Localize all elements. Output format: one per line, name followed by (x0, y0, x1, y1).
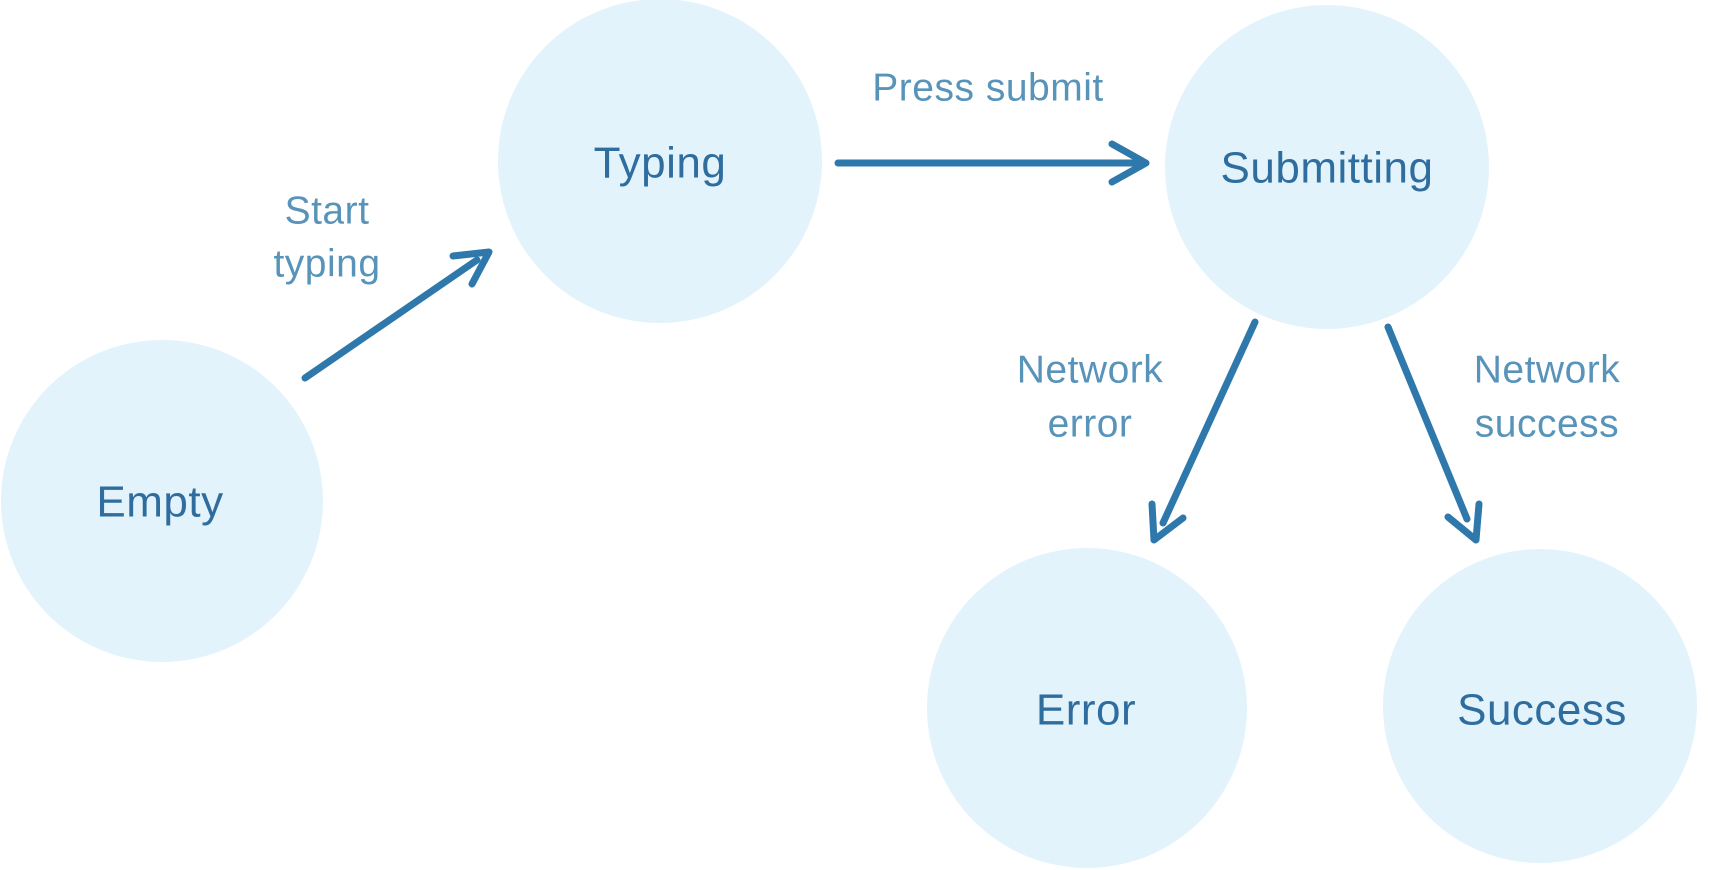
edge-label-network-success-line1: Network (1474, 349, 1621, 392)
edge-network-success: Network success (1384, 323, 1621, 544)
state-node-success: Success (1383, 549, 1697, 863)
success-node-circle (1383, 549, 1697, 863)
edge-start-typing: Start typing (273, 190, 493, 382)
edge-label-start-typing-line2: typing (273, 243, 380, 286)
error-node-circle (927, 548, 1247, 868)
edge-label-network-success-line2: success (1475, 403, 1619, 446)
typing-node-label: Typing (594, 139, 727, 188)
arrowhead-network-success-icon (1444, 500, 1483, 544)
arrowhead-network-error-icon (1148, 500, 1187, 544)
state-node-typing: Typing (498, 0, 822, 323)
edge-network-success-line (1384, 323, 1471, 523)
success-node-label: Success (1457, 686, 1627, 735)
edge-label-network-error-line1: Network (1017, 349, 1164, 392)
edge-label-start-typing-line1: Start (285, 190, 370, 233)
submitting-node-label: Submitting (1221, 144, 1434, 193)
submitting-node-circle (1165, 5, 1489, 329)
arrowhead-start-typing-icon (449, 248, 493, 288)
error-node-label: Error (1036, 686, 1136, 735)
edge-network-error-line (1159, 318, 1259, 527)
state-node-error: Error (927, 548, 1247, 868)
edge-start-typing-line (301, 256, 481, 382)
typing-node-circle (498, 0, 822, 323)
empty-node-label: Empty (96, 478, 223, 527)
state-node-empty: Empty (1, 340, 323, 662)
edge-network-error: Network error (1017, 318, 1259, 544)
state-node-submitting: Submitting (1165, 5, 1489, 329)
arrowhead-press-submit-icon (1108, 140, 1150, 186)
empty-node-circle (1, 340, 323, 662)
edge-label-network-error-line2: error (1048, 403, 1133, 446)
edge-label-press-submit: Press submit (872, 67, 1103, 110)
edge-press-submit: Press submit (834, 67, 1150, 186)
